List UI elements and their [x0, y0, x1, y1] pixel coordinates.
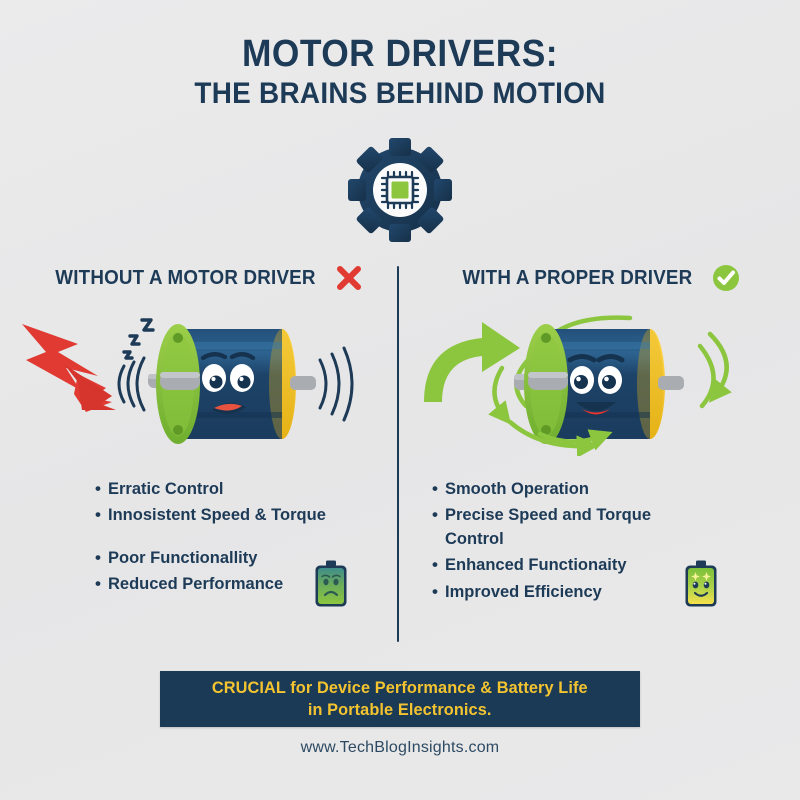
title-line-primary: MOTOR DRIVERS:	[241, 33, 559, 75]
bullet-list-with-driver: • Smooth Operation • Precise Speed and T…	[432, 478, 697, 607]
list-item-label: Reduced Performance	[108, 575, 284, 594]
list-item-label: Improved Efficiency	[445, 582, 602, 601]
crucial-banner: CRUCIAL for Device Performance & Battery…	[160, 671, 640, 727]
list-item: • Erratic Control	[95, 478, 360, 501]
list-item-label: Poor Functionallity	[108, 548, 258, 567]
title-line-secondary: THE BRAINS BEHIND MOTION	[194, 77, 606, 111]
column-heading-with-driver: WITH A PROPER DRIVER	[462, 266, 693, 289]
bullet-dot-icon: •	[95, 547, 101, 567]
sad-motor-illustration	[20, 306, 390, 456]
column-with-driver: WITH A PROPER DRIVER	[410, 258, 785, 456]
bullet-dot-icon: •	[432, 555, 438, 575]
list-item-label: Smooth Operation	[445, 480, 589, 498]
column-header-left: WITHOUT A MOTOR DRIVER	[20, 258, 390, 298]
page-title: MOTOR DRIVERS: THE BRAINS BEHIND MOTION	[0, 33, 800, 113]
list-item-label: Precise Speed and Torque Control	[445, 506, 652, 548]
column-heading-without-driver: WITHOUT A MOTOR DRIVER	[54, 266, 316, 289]
bullet-dot-icon: •	[432, 479, 438, 498]
banner-line-1: CRUCIAL for Device Performance & Battery…	[212, 678, 588, 698]
banner-line-2: in Portable Electronics.	[308, 700, 492, 719]
happy-motor-illustration	[410, 306, 785, 456]
sad-battery-icon	[314, 560, 348, 608]
bullet-dot-icon: •	[95, 574, 101, 594]
bullet-list-without-driver: • Erratic Control • Innosistent Speed & …	[95, 478, 360, 600]
bullet-dot-icon: •	[95, 505, 101, 525]
list-item: • Precise Speed and Torque Control	[432, 504, 697, 551]
column-divider	[397, 266, 399, 642]
column-header-right: WITH A PROPER DRIVER	[410, 258, 785, 298]
list-item-label: Enhanced Functionaity	[445, 556, 627, 575]
list-item: • Poor Functionallity	[95, 547, 360, 570]
red-x-icon	[335, 264, 363, 292]
green-check-icon	[712, 264, 740, 292]
column-without-driver: WITHOUT A MOTOR DRIVER	[20, 258, 390, 456]
gear-chip-icon	[348, 138, 452, 242]
list-item: • Reduced Performance	[95, 573, 360, 596]
website-url[interactable]: www.TechBlogInsights.com	[300, 739, 500, 756]
bullet-dot-icon: •	[432, 505, 438, 525]
happy-battery-icon	[684, 560, 718, 608]
list-item: • Improved Efficiency	[432, 581, 697, 604]
list-item-label: Innosistent Speed & Torque	[108, 506, 326, 525]
bullet-dot-icon: •	[95, 479, 101, 498]
list-item: • Innosistent Speed & Torque	[95, 504, 360, 527]
list-item-label: Erratic Control	[108, 480, 224, 498]
list-item: • Enhanced Functionaity	[432, 554, 697, 577]
list-item: • Smooth Operation	[432, 478, 697, 501]
bullet-dot-icon: •	[432, 581, 438, 601]
